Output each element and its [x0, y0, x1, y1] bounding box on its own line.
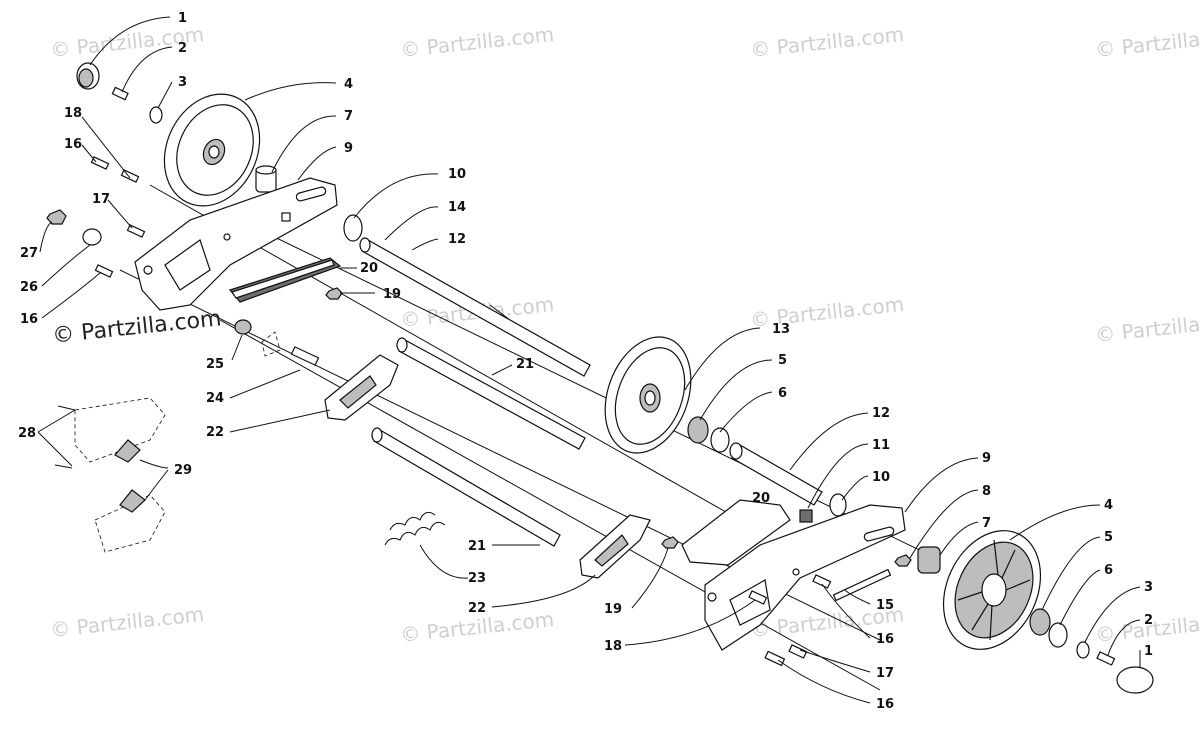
label-1: 1: [178, 11, 187, 26]
label-9: 9: [344, 141, 353, 156]
part-number-labels: 1 2 3 4 7 9 10 14 12 18 16 17 27 26 16 2…: [18, 11, 1153, 712]
nut-19-top: [325, 287, 343, 300]
axle-14-12: [359, 237, 591, 377]
shoe-22-upper: [324, 354, 399, 421]
label-21: 21: [516, 357, 534, 372]
label-4: 4: [344, 77, 353, 92]
washer-10-top: [343, 214, 363, 242]
bolt-2-right: [1096, 651, 1116, 666]
bolt-16-right: [812, 574, 832, 589]
center-wheel: [604, 336, 692, 454]
label-10: 10: [448, 167, 466, 182]
bolt-16-top: [90, 156, 110, 170]
nut-19-right: [661, 536, 679, 549]
label-14: 14: [448, 200, 466, 215]
label-17: 17: [876, 666, 894, 681]
ring-6-right: [1048, 622, 1068, 648]
label-5: 5: [778, 353, 787, 368]
bolt-16-left: [94, 264, 114, 278]
label-15: 15: [876, 598, 894, 613]
bolt-18-top: [120, 169, 140, 183]
bushing-7-right: [917, 546, 941, 574]
bracket-outline: [261, 331, 281, 357]
label-25: 25: [206, 357, 224, 372]
bolt-17-left: [126, 224, 146, 238]
bushing-left: [255, 165, 277, 193]
label-19: 19: [604, 602, 622, 617]
nut-8: [894, 554, 912, 567]
label-7: 7: [344, 109, 353, 124]
label-19: 19: [383, 287, 401, 302]
label-18: 18: [604, 639, 622, 654]
axle-21-lower: [371, 427, 561, 547]
cap-right: [1116, 666, 1154, 694]
bolt-18-right: [748, 590, 768, 605]
bolt-17-right: [788, 644, 808, 659]
label-16: 16: [20, 312, 38, 327]
label-18: 18: [64, 106, 82, 121]
label-6: 6: [1104, 563, 1113, 578]
label-13: 13: [772, 322, 790, 337]
label-24: 24: [206, 391, 224, 406]
bolt-15: [832, 568, 892, 602]
washer-left-top: [149, 106, 163, 124]
ring-6-center: [710, 427, 730, 453]
label-17: 17: [92, 192, 110, 207]
bushing-26: [82, 228, 102, 246]
label-1: 1: [1144, 644, 1153, 659]
bracket-11: [799, 509, 813, 523]
spring-23: [384, 511, 446, 546]
right-idler-wheel: [942, 530, 1042, 650]
cap-left: [76, 62, 100, 90]
bolt-24: [290, 346, 320, 366]
axle-21-upper: [396, 337, 586, 450]
shoe-22-lower: [579, 514, 651, 579]
label-20: 20: [360, 261, 378, 276]
label-20: 20: [752, 491, 770, 506]
inset-parts: [54, 397, 166, 553]
label-16: 16: [876, 632, 894, 647]
right-side-plate: [704, 504, 906, 651]
bearing-5-center: [687, 416, 709, 444]
label-6: 6: [778, 386, 787, 401]
label-21: 21: [468, 539, 486, 554]
label-4: 4: [1104, 498, 1113, 513]
bearing-5-right: [1029, 608, 1051, 636]
label-22: 22: [468, 601, 486, 616]
label-23: 23: [468, 571, 486, 586]
label-7: 7: [982, 516, 991, 531]
label-3: 3: [178, 75, 187, 90]
label-8: 8: [982, 484, 991, 499]
label-28: 28: [18, 426, 36, 441]
label-5: 5: [1104, 530, 1113, 545]
bolt-16-bottom: [764, 650, 786, 667]
leader-lines: [37, 16, 1141, 704]
label-12: 12: [872, 406, 890, 421]
nut-27: [46, 209, 67, 225]
left-idler-wheel: [163, 93, 261, 207]
label-16: 16: [64, 137, 82, 152]
label-10: 10: [872, 470, 890, 485]
label-12: 12: [448, 232, 466, 247]
slide-right: [681, 499, 791, 566]
label-11: 11: [872, 438, 890, 453]
bushing-25: [234, 319, 252, 335]
label-27: 27: [20, 246, 38, 261]
label-22: 22: [206, 425, 224, 440]
washer-3-right: [1076, 641, 1090, 659]
label-26: 26: [20, 280, 38, 295]
slide-top: [228, 257, 342, 303]
label-16: 16: [876, 697, 894, 712]
left-side-plate: [134, 177, 338, 311]
bolt-left-top: [111, 86, 129, 101]
label-2: 2: [178, 41, 187, 56]
label-9: 9: [982, 451, 991, 466]
label-2: 2: [1144, 613, 1153, 628]
label-29: 29: [174, 463, 192, 478]
axle-12-right: [729, 442, 823, 506]
label-3: 3: [1144, 580, 1153, 595]
